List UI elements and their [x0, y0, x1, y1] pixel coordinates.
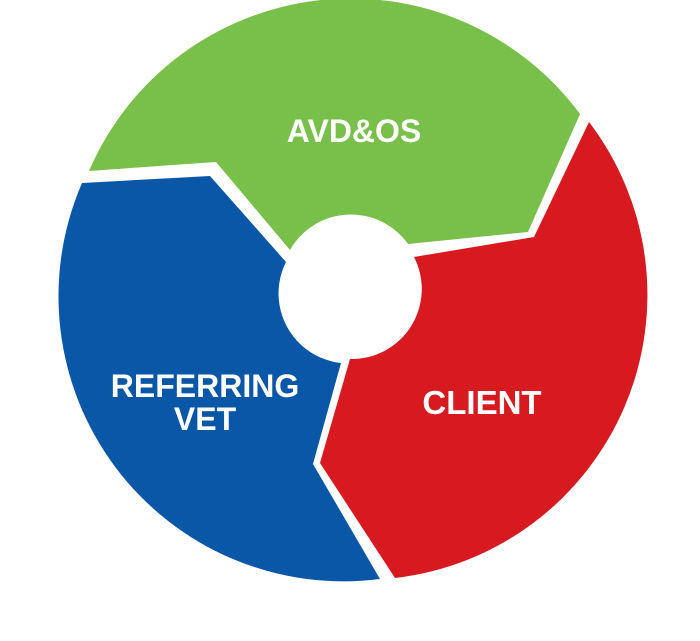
label-referring-vet-line2: VET — [174, 401, 237, 437]
label-client: CLIENT — [422, 384, 541, 421]
center-circle — [283, 225, 415, 357]
segment-avd-os — [89, 0, 580, 250]
label-avd-os: AVD&OS — [287, 113, 422, 149]
label-referring-vet-line1: REFERRING — [111, 368, 299, 404]
segment-client — [320, 122, 648, 578]
segment-referring-vet — [58, 176, 381, 582]
